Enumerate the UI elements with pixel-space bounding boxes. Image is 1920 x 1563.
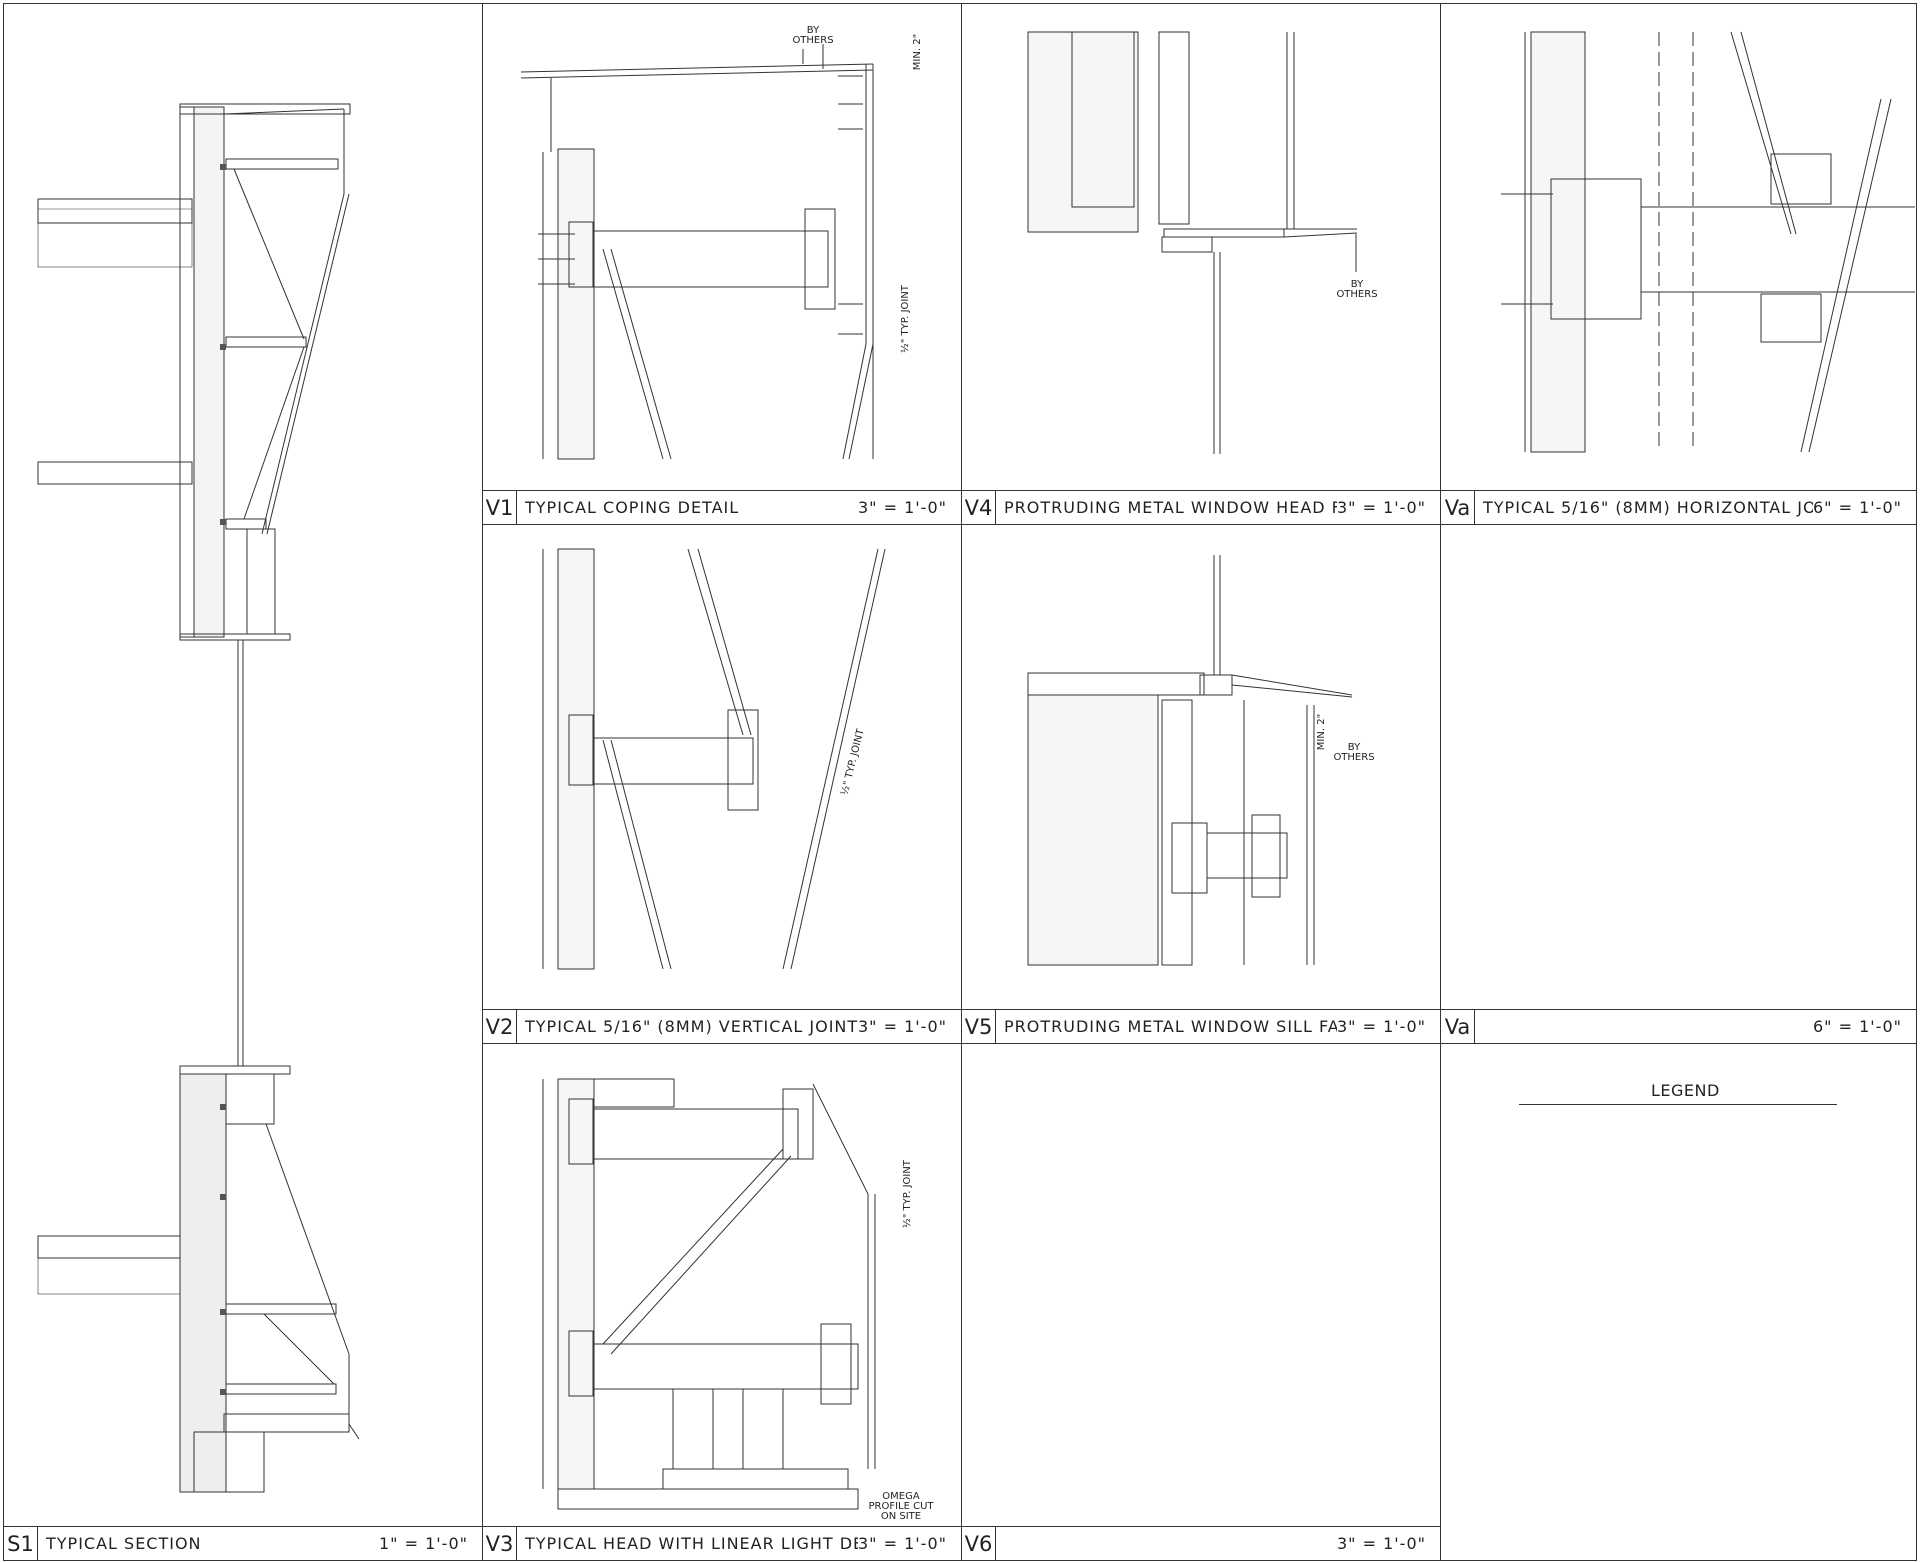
v5-detail-id: V5 [962,1010,996,1043]
v5-title-bar: V5 PROTRUDING METAL WINDOW SILL FACE CAP… [962,1009,1440,1043]
v1-coping-drawing [520,44,874,460]
s1-detail-id: S1 [4,1527,38,1560]
panel-legend: LEGEND [1440,1043,1917,1561]
v2-vertical-joint-drawing [542,548,886,970]
panel-va-horizontal-joint: Va TYPICAL 5/16" (8MM) HORIZONTAL JOINT … [1440,3,1917,525]
s1-title-bar: S1 TYPICAL SECTION 1" = 1'-0" [4,1526,482,1560]
panel-va-blank: Va 6" = 1'-0" [1440,524,1917,1044]
va2-detail-id: Va [1441,1010,1475,1043]
v5-detail-title: PROTRUDING METAL WINDOW SILL FACE CAP [1004,1017,1337,1036]
v2-detail-title: TYPICAL 5/16" (8MM) VERTICAL JOINT [525,1017,858,1036]
va1-detail-scale: 6" = 1'-0" [1812,498,1902,517]
v4-window-head-drawing [1027,31,1358,454]
v3-detail-scale: 3" = 1'-0" [857,1534,947,1553]
v1-detail-scale: 3" = 1'-0" [857,498,947,517]
v2-detail-id: V2 [483,1010,517,1043]
v3-title-bar: V3 TYPICAL HEAD WITH LINEAR LIGHT DETAIL… [483,1526,961,1560]
v1-detail-id: V1 [483,491,517,524]
legend-underline [1519,1104,1837,1105]
va1-title-bar: Va TYPICAL 5/16" (8MM) HORIZONTAL JOINT … [1441,490,1916,524]
v4-detail-id: V4 [962,491,996,524]
va2-title-bar: Va 6" = 1'-0" [1441,1009,1916,1043]
v1-min-note: MIN. 2" [912,33,923,71]
v3-detail-id: V3 [483,1527,517,1560]
v1-joint-note: ½" TYP. JOINT [900,285,911,353]
v3-head-light-drawing [542,1078,876,1510]
panel-v1-coping-detail: BY OTHERS MIN. 2" ½" TYP. JOINT V1 TYPIC… [482,3,962,525]
panel-v2-vertical-joint: ½" TYP. JOINT V2 TYPICAL 5/16" (8MM) VER… [482,524,962,1044]
v6-title-bar: V6 3" = 1'-0" [962,1526,1440,1560]
panel-v3-head-linear-light: OMEGA PROFILE CUT ON SITE ½" TYP. JOINT … [482,1043,962,1561]
v3-detail-title: TYPICAL HEAD WITH LINEAR LIGHT DETAIL [525,1534,858,1553]
v6-detail-id: V6 [962,1527,996,1560]
v2-title-bar: V2 TYPICAL 5/16" (8MM) VERTICAL JOINT 3"… [483,1009,961,1043]
v6-detail-scale: 3" = 1'-0" [1336,1534,1426,1553]
v4-detail-scale: 3" = 1'-0" [1336,498,1426,517]
v4-title-bar: V4 PROTRUDING METAL WINDOW HEAD FACE CAP… [962,490,1440,524]
panel-v6-blank: V6 3" = 1'-0" [961,1043,1441,1561]
v3-omega-note: OMEGA PROFILE CUT ON SITE [868,1491,934,1522]
va1-detail-title: TYPICAL 5/16" (8MM) HORIZONTAL JOINT [1483,498,1813,517]
v4-by-others-note: BY OTHERS [1336,279,1378,300]
s1-detail-scale: 1" = 1'-0" [378,1534,468,1553]
panel-v4-window-head: BY OTHERS V4 PROTRUDING METAL WINDOW HEA… [961,3,1441,525]
v1-by-others-note: BY OTHERS [792,25,834,46]
v3-joint-note: ½" TYP. JOINT [902,1160,913,1228]
s1-detail-title: TYPICAL SECTION [46,1534,202,1553]
va-horizontal-joint-drawing [1501,31,1915,453]
va1-detail-id: Va [1441,491,1475,524]
va2-detail-scale: 6" = 1'-0" [1812,1017,1902,1036]
v5-window-sill-drawing [1027,555,1353,966]
s1-section-drawing [37,103,360,1493]
v2-detail-scale: 3" = 1'-0" [857,1017,947,1036]
v5-min-note: MIN. 2" [1316,713,1327,751]
v4-detail-title: PROTRUDING METAL WINDOW HEAD FACE CAP [1004,498,1337,517]
v5-by-others-note: BY OTHERS [1333,742,1375,763]
panel-s1-typical-section: S1 TYPICAL SECTION 1" = 1'-0" [3,3,483,1561]
v5-detail-scale: 3" = 1'-0" [1336,1017,1426,1036]
panel-v5-window-sill: BY OTHERS MIN. 2" V5 PROTRUDING METAL WI… [961,524,1441,1044]
legend-title: LEGEND [1651,1081,1720,1100]
v1-detail-title: TYPICAL COPING DETAIL [525,498,740,517]
v1-title-bar: V1 TYPICAL COPING DETAIL 3" = 1'-0" [483,490,961,524]
